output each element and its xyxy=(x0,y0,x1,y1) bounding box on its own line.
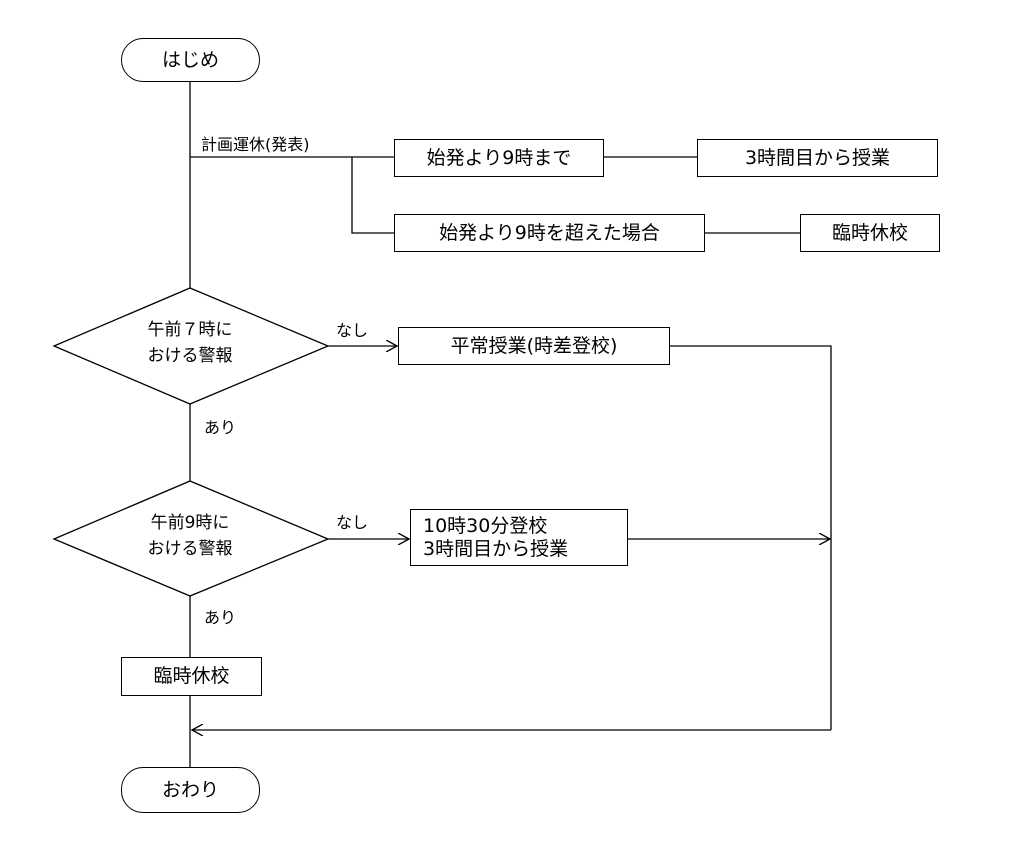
closure-text: 臨時休校 xyxy=(153,665,230,688)
normal-class-text: 平常授業(時差登校) xyxy=(450,334,618,357)
end-terminal: おわり xyxy=(121,767,260,813)
decision2-line2: おける警報 xyxy=(147,538,233,559)
start-label: はじめ xyxy=(161,48,219,71)
planned-case1-box: 始発より9時まで xyxy=(394,139,604,177)
planned-case1-text: 始発より9時まで xyxy=(426,146,572,169)
end-label: おわり xyxy=(161,778,219,801)
decision2-no-label: なし xyxy=(336,513,369,532)
decision2-line1: 午前9時に xyxy=(150,513,230,533)
start-terminal: はじめ xyxy=(121,38,260,82)
decision1-yes-label: あり xyxy=(204,418,237,437)
delayed-start-box: 10時30分登校 3時間目から授業 xyxy=(410,509,628,566)
planned-result2-text: 臨時休校 xyxy=(831,221,908,244)
normal-class-box: 平常授業(時差登校) xyxy=(398,327,670,365)
planned-result1-text: 3時間目から授業 xyxy=(744,146,891,169)
planned-case2-text: 始発より9時を超えた場合 xyxy=(439,221,660,244)
decision1-line2: おける警報 xyxy=(147,345,233,366)
decision2-yes-label: あり xyxy=(204,608,237,627)
closure-box: 臨時休校 xyxy=(121,657,262,696)
delayed-start-line2: 3時間目から授業 xyxy=(423,537,569,560)
planned-result1-box: 3時間目から授業 xyxy=(697,139,938,177)
normal-return-line xyxy=(670,345,832,730)
planned-case2-box: 始発より9時を超えた場合 xyxy=(394,214,705,252)
delayed-start-line1: 10時30分登校 xyxy=(423,514,548,537)
decision1-no-label: なし xyxy=(336,321,369,340)
planned-result2-box: 臨時休校 xyxy=(800,214,940,252)
decision1-line1: 午前７時に xyxy=(147,320,233,340)
planned-case2-line xyxy=(351,157,394,234)
planned-label: 計画運休(発表) xyxy=(201,135,310,154)
decision1-text: 午前７時に おける警報 xyxy=(115,318,265,369)
decision2-text: 午前9時に おける警報 xyxy=(115,511,265,562)
